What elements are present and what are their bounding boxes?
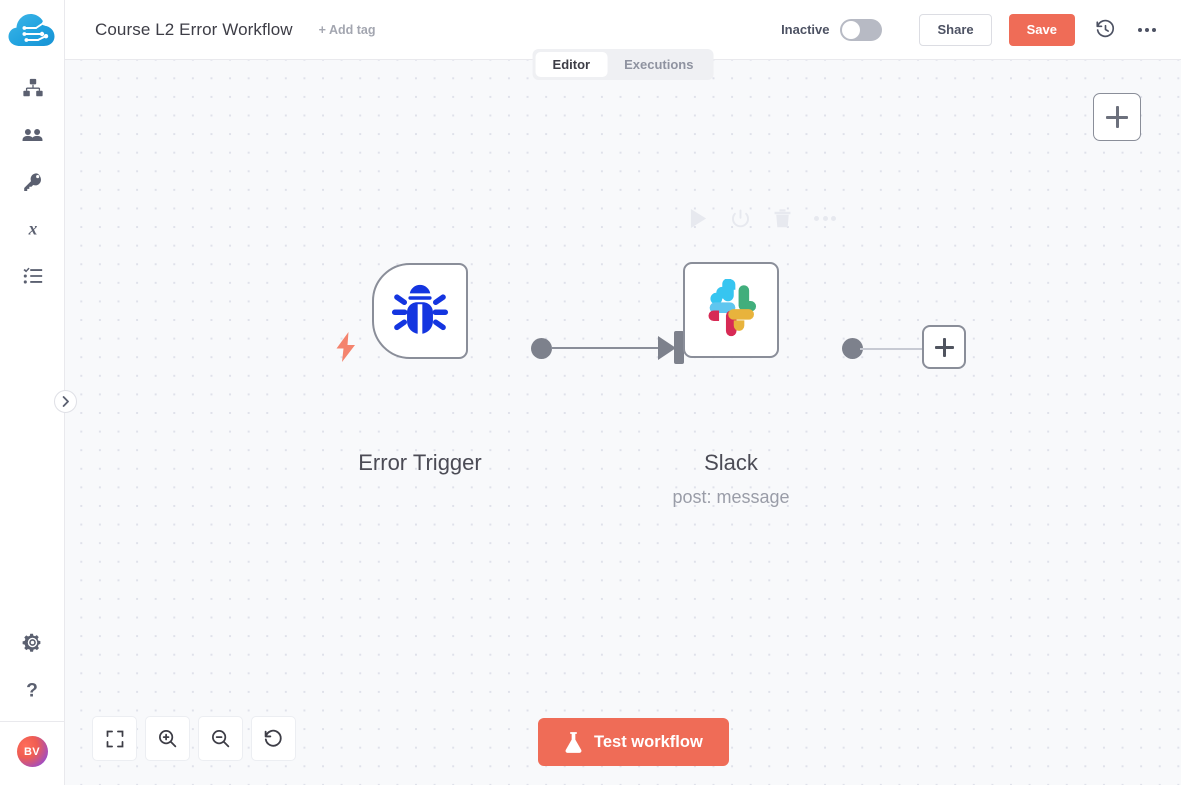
zoom-controls — [92, 716, 296, 761]
key-icon — [23, 172, 41, 191]
workflow-canvas[interactable]: Error Trigger Slack post: message — [65, 60, 1181, 785]
sidebar-divider — [0, 721, 65, 722]
execute-node-button[interactable] — [689, 208, 708, 229]
add-node-button[interactable] — [1093, 93, 1141, 141]
left-sidebar: x ? — [0, 0, 77, 785]
add-tag-button[interactable]: + Add tag — [318, 22, 376, 37]
cloud-circuit-logo-icon — [8, 14, 55, 46]
app-logo[interactable] — [0, 0, 65, 60]
zoom-in-button[interactable] — [145, 716, 190, 761]
node-options-button[interactable] — [814, 216, 836, 221]
user-avatar[interactable]: BV — [16, 736, 48, 767]
avatar-initials: BV — [24, 745, 40, 758]
deactivate-node-button[interactable] — [730, 208, 751, 229]
node-slack[interactable] — [683, 262, 779, 358]
workflow-title[interactable]: Course L2 Error Workflow — [95, 19, 293, 39]
activation-toggle[interactable] — [840, 18, 883, 41]
sidebar-item-variables[interactable]: x — [0, 205, 65, 252]
node-hover-toolbar — [689, 208, 836, 229]
reset-zoom-icon — [264, 729, 282, 747]
sidebar-bottom-nav: ? BV — [0, 619, 65, 785]
history-icon — [1095, 19, 1114, 38]
toggle-knob — [842, 20, 861, 39]
executions-list-icon — [22, 267, 42, 284]
bug-icon — [391, 284, 449, 336]
activation-status-label: Inactive — [781, 22, 830, 37]
plus-icon — [1106, 106, 1128, 128]
connection-line — [551, 347, 661, 350]
gear-icon — [22, 633, 40, 652]
sidebar-item-workflows[interactable] — [0, 64, 65, 111]
ellipsis-icon — [1138, 27, 1156, 32]
main-area: Course L2 Error Workflow + Add tag Inact… — [65, 0, 1181, 785]
zoom-out-button[interactable] — [198, 716, 243, 761]
node-error-trigger[interactable] — [372, 263, 468, 359]
trash-icon — [774, 209, 791, 228]
help-question-icon: ? — [26, 680, 38, 701]
connector-stub-line — [860, 348, 922, 350]
node-label-error-trigger: Error Trigger — [358, 450, 482, 475]
workflows-sitemap-icon — [22, 78, 43, 96]
chevron-right-icon — [62, 396, 69, 407]
sidebar-item-executions[interactable] — [0, 252, 65, 299]
sidebar-item-users[interactable] — [0, 111, 65, 158]
node-label-slack: Slack — [704, 450, 758, 475]
fit-to-view-icon — [106, 730, 123, 747]
plus-icon — [934, 337, 954, 357]
sidebar-item-settings[interactable] — [0, 619, 65, 666]
trigger-lightning — [335, 332, 357, 367]
zoom-in-icon — [159, 730, 177, 748]
share-button[interactable]: Share — [919, 13, 992, 46]
tab-editor[interactable]: Editor — [535, 52, 608, 77]
save-button[interactable]: Save — [1008, 13, 1075, 46]
tab-executions[interactable]: Executions — [624, 57, 694, 72]
sidebar-item-help[interactable]: ? — [0, 666, 65, 713]
connection-arrow — [658, 335, 676, 360]
workflow-history-button[interactable] — [1091, 16, 1119, 44]
sidebar-expand-button[interactable] — [54, 390, 77, 413]
flask-icon — [565, 732, 582, 753]
svg-text:x: x — [27, 218, 37, 238]
zoom-to-fit-button[interactable] — [92, 716, 137, 761]
zoom-out-icon — [212, 730, 230, 748]
users-icon — [22, 129, 43, 142]
reset-zoom-button[interactable] — [251, 716, 296, 761]
node-subtitle-slack: post: message — [672, 487, 790, 507]
power-icon — [732, 209, 749, 228]
output-connector-error-trigger[interactable] — [531, 338, 552, 359]
test-workflow-button[interactable]: Test workflow — [538, 718, 729, 766]
slack-logo-icon — [708, 279, 757, 337]
sidebar-item-credentials[interactable] — [0, 158, 65, 205]
editor-tabs: Editor Executions — [532, 49, 714, 80]
workflow-menu-button[interactable] — [1133, 16, 1161, 44]
header-actions: Inactive Share Save — [781, 13, 1161, 46]
input-connector-slack[interactable] — [674, 331, 684, 364]
sidebar-nav: x — [0, 64, 64, 299]
test-workflow-label: Test workflow — [594, 732, 703, 751]
variables-x-icon: x — [27, 218, 37, 238]
lightning-bolt-icon — [336, 332, 355, 362]
play-icon — [690, 209, 707, 228]
output-connector-slack[interactable] — [842, 338, 863, 359]
delete-node-button[interactable] — [773, 208, 792, 229]
svg-text:?: ? — [26, 680, 38, 701]
add-next-node-button[interactable] — [922, 325, 966, 369]
